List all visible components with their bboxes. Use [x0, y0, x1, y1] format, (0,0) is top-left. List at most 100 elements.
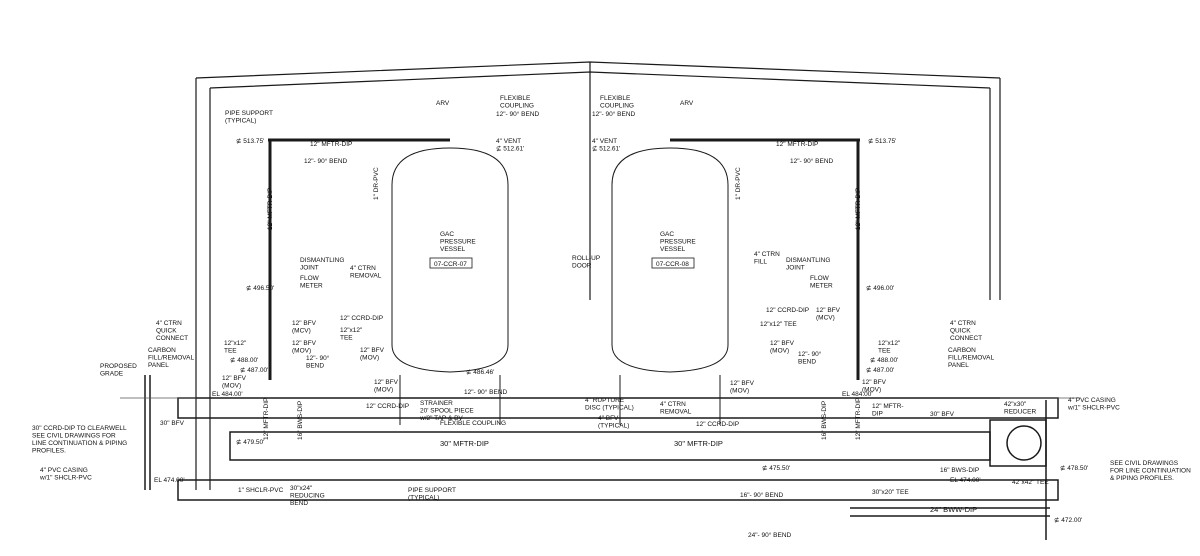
label-tee-42: 42"x42" TEE [1012, 479, 1049, 486]
label-bfv-mcv-left: 12" BFV(MCV) [292, 320, 317, 335]
label-el-487-right: ⊈ 487.00' [866, 366, 894, 374]
label-mftr-top-left: 12" MFTR-DIP [310, 141, 352, 148]
label-bend-90-12: 12"- 90° BEND [464, 388, 508, 396]
label-el-496-right: ⊈ 496.00' [866, 284, 894, 292]
label-vent-left: 4" VENT⊈ 512.61' [496, 138, 524, 153]
label-bend-90-arv-left: 12"- 90° BEND [496, 110, 540, 118]
label-tee-30: 30"x20" TEE [872, 489, 909, 496]
label-el-479: ⊈ 479.50' [236, 438, 264, 446]
label-mftr-dip-v-left: 12" MFTR-DIP [263, 398, 270, 440]
label-bend-24: 24"- 90° BEND [748, 531, 792, 539]
top-pipes [268, 138, 860, 380]
label-ccrd-dip-left2: 12" CCRD-DIP [366, 403, 409, 410]
label-bfv-typical: 4" BFV(TYPICAL) [598, 415, 629, 430]
label-tee-right: 12"x12" TEE [760, 321, 797, 328]
label-el-474-left: EL 474.00' [154, 477, 185, 484]
label-el-488-left: ⊈ 488.00' [230, 356, 258, 364]
label-arv-right: ARV [680, 100, 694, 107]
label-vessel-tag-right: 07-CCR-08 [656, 261, 689, 268]
label-bfv-mov-left: 12" BFV(MOV) [292, 340, 317, 355]
label-dr-pvc-left: 1" DR-PVC [373, 167, 380, 200]
label-bfv-mov-right: 12" BFV(MOV) [770, 340, 795, 355]
label-el-513-left: ⊈ 513.75' [236, 137, 264, 145]
label-el-484-left: EL 484.00' [212, 391, 243, 398]
reducer-tee-right [989, 400, 1047, 540]
label-bend-left-mid: 12"- 90°BEND [306, 354, 330, 370]
label-bws-dip-16: 16" BWS-DIP [940, 467, 979, 474]
labels: PIPE SUPPORT(TYPICAL) ⊈ 513.75' 12" MFTR… [32, 95, 1191, 539]
label-pipe-support-bottom: PIPE SUPPORT(TYPICAL) [408, 487, 456, 502]
label-vessel-tag-left: 07-CCR-07 [434, 261, 467, 268]
label-pipe-support: PIPE SUPPORT(TYPICAL) [225, 110, 273, 125]
label-bws-dip-v-right: 16" BWS-DIP [821, 401, 828, 440]
label-tee-right2: 12"x12"TEE [878, 340, 901, 355]
label-mftr-vertical-right: 12" MFTR-DIP [855, 188, 862, 230]
label-bww-dip: 24" BWW-DIP [930, 505, 977, 514]
label-bend-right-top: 12"- 90° BEND [790, 157, 834, 165]
vessel-tag-box-left [429, 257, 473, 269]
label-arv-left: ARV [436, 100, 450, 107]
left-riser [144, 375, 151, 490]
label-ccrd-dip-bottom-right: 12" CCRD-DIP [696, 421, 739, 428]
label-el-513-right: ⊈ 513.75' [868, 137, 896, 145]
label-bfv-mov-left3: 12" BFV(MOV) [360, 347, 385, 362]
label-bfv-mov-right2: 12" BFV(MOV) [730, 380, 755, 395]
label-bfv-mov-left2: 12" BFV(MOV) [222, 375, 247, 390]
label-mftr-dip-v-right: 12" MFTR-DIP [855, 398, 862, 440]
label-mftr-top-right: 12" MFTR-DIP [776, 141, 818, 148]
label-shclr-pvc: 1" SHCLR-PVC [238, 487, 284, 494]
label-mftr-vertical-left: 12" MFTR-DIP [267, 188, 274, 230]
label-ccrd-dip-right: 12" CCRD-DIP [766, 307, 809, 314]
label-tee-left: 12"x12"TEE [224, 340, 247, 355]
label-dr-pvc-right: 1" DR-PVC [735, 167, 742, 200]
label-bfv-30-left: 30" BFV [160, 420, 185, 427]
label-el-475: ⊈ 475.50' [762, 464, 790, 472]
label-flex-bottom: FLEXIBLE COUPLING [440, 420, 506, 427]
label-el-496-50: ⊈ 496.50' [246, 284, 274, 292]
label-tee-12-left: 12"x12"TEE [340, 327, 363, 342]
label-bend-right-mid: 12"- 90°BEND [798, 350, 822, 366]
label-vent-right: 4" VENT⊈ 512.61' [592, 138, 620, 153]
label-bfv-mov-left4: 12" BFV(MOV) [374, 379, 399, 394]
label-el-484-right: EL 484.00' [842, 391, 873, 398]
label-reducer: 42"x30"REDUCER [1004, 401, 1036, 416]
label-el-487-left: ⊈ 487.00' [240, 366, 268, 374]
gac-vessel-left [391, 147, 509, 425]
label-bfv-30-right: 30" BFV [930, 411, 955, 418]
label-bend-left-top: 12"- 90° BEND [304, 157, 348, 165]
label-bws-dip-v-left: 16" BWS-DIP [297, 401, 304, 440]
label-el-472: ⊈ 472.00' [1054, 516, 1082, 524]
label-el-486: ⊈ 486.46' [466, 368, 494, 376]
label-mftr-30-left: 30" MFTR-DIP [440, 439, 489, 448]
label-mftr-dip-right: 12" MFTR-DIP [872, 403, 904, 418]
label-el-478: ⊈ 478.50' [1060, 464, 1088, 472]
building-frame [195, 61, 1001, 490]
label-el-474-right: EL 474.00' [950, 477, 981, 484]
label-bend-90-arv-right: 12"- 90° BEND [592, 110, 636, 118]
label-ccrd-dip-left: 12" CCRD-DIP [340, 315, 383, 322]
label-el-488-right: ⊈ 488.00' [870, 356, 898, 364]
header-pipes [177, 397, 1059, 517]
label-bfv-mov-right3: 12" BFV(MOV) [862, 379, 887, 394]
